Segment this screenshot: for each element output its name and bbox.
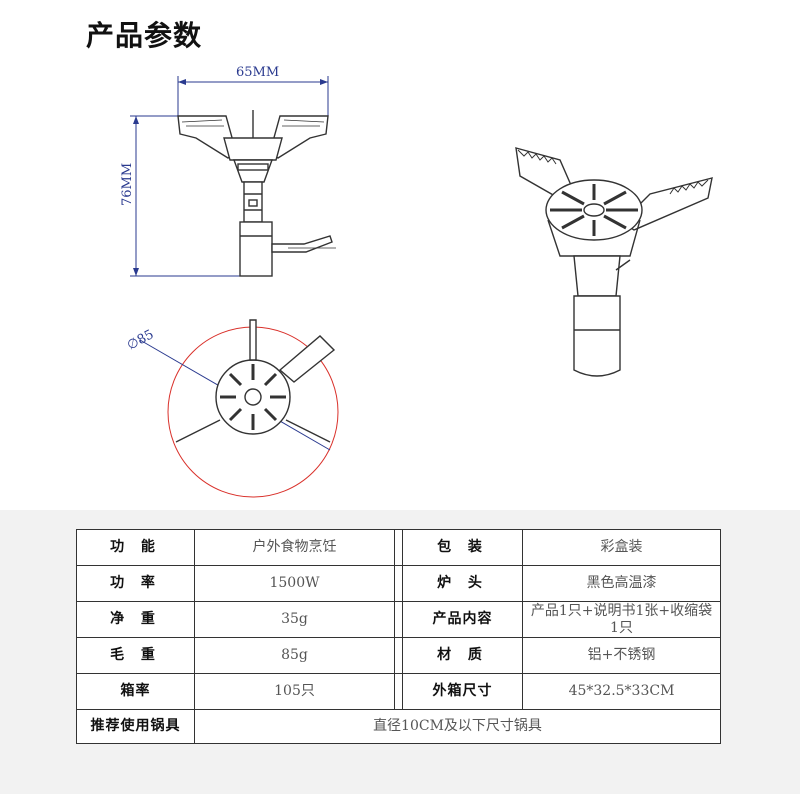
column-divider: [394, 529, 403, 566]
column-divider: [394, 637, 403, 674]
spec-value: 铝+不锈钢: [522, 637, 721, 674]
spec-value: 35g: [194, 601, 395, 638]
spec-label: 箱率: [76, 673, 195, 710]
spec-label: 包 装: [402, 529, 523, 566]
top-view-drawing: [139, 319, 339, 498]
table-row: 推荐使用锅具 直径10CM及以下尺寸锅具: [76, 709, 721, 744]
spec-value: 直径10CM及以下尺寸锅具: [194, 709, 721, 744]
spec-label: 材 质: [402, 637, 523, 674]
column-divider: [394, 565, 403, 602]
page-title: 产品参数: [86, 19, 203, 52]
spec-value: 105只: [194, 673, 395, 710]
table-row: 净 重 35g 产品内容 产品1只+说明书1张+收缩袋1只: [76, 601, 721, 638]
column-divider: [394, 673, 403, 710]
spec-label: 外箱尺寸: [402, 673, 523, 710]
table-row: 功 能 户外食物烹饪 包 装 彩盒装: [76, 529, 721, 566]
width-dimension-label: 65MM: [236, 65, 279, 80]
perspective-view-drawing: [515, 147, 713, 377]
front-view-drawing: [130, 76, 336, 277]
spec-label: 产品内容: [402, 601, 523, 638]
spec-label: 功 率: [76, 565, 195, 602]
spec-label: 炉 头: [402, 565, 523, 602]
table-row: 箱率 105只 外箱尺寸 45*32.5*33CM: [76, 673, 721, 710]
spec-value: 1500W: [194, 565, 395, 602]
table-row: 功 率 1500W 炉 头 黑色高温漆: [76, 565, 721, 602]
product-drawings: 65MM 76MM ∅85: [120, 65, 713, 498]
table-row: 毛 重 85g 材 质 铝+不锈钢: [76, 637, 721, 674]
spec-value: 45*32.5*33CM: [522, 673, 721, 710]
spec-value: 户外食物烹饪: [194, 529, 395, 566]
diameter-label: ∅85: [125, 327, 157, 353]
spec-label: 毛 重: [76, 637, 195, 674]
spec-value: 黑色高温漆: [522, 565, 721, 602]
spec-label: 净 重: [76, 601, 195, 638]
spec-label: 推荐使用锅具: [76, 709, 195, 744]
spec-table: 功 能 户外食物烹饪 包 装 彩盒装 功 率 1500W 炉 头 黑色高温漆 净…: [76, 529, 721, 744]
column-divider: [394, 601, 403, 638]
spec-label: 功 能: [76, 529, 195, 566]
spec-value: 产品1只+说明书1张+收缩袋1只: [522, 601, 721, 638]
height-dimension-label: 76MM: [120, 163, 135, 206]
spec-value: 85g: [194, 637, 395, 674]
spec-value: 彩盒装: [522, 529, 721, 566]
